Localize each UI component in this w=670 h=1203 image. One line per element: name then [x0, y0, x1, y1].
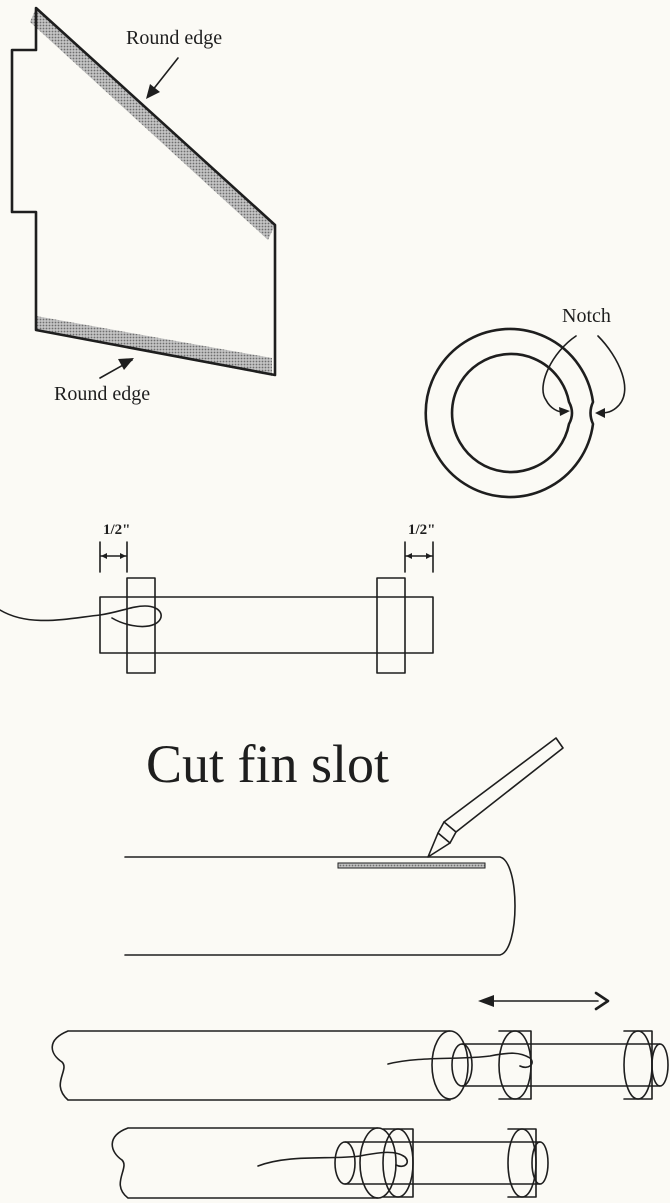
upper-rear-ring [623, 1030, 653, 1100]
motor-tube [99, 596, 434, 654]
upper-motor-tube-end [651, 1043, 669, 1087]
hobby-knife-blade [427, 832, 451, 858]
ring-inner-edge [450, 352, 574, 474]
lower-front-ring [382, 1128, 414, 1198]
lower-motor-tube [344, 1141, 541, 1185]
motor-mount-insertion-diagram [51, 991, 669, 1199]
fin-slot [337, 862, 486, 869]
left-dim-arrow-r [120, 553, 126, 559]
fin-bottom-arrow-head [118, 358, 134, 370]
upper-body-tube [51, 1030, 451, 1101]
right-dim-arrow-r [426, 553, 432, 559]
insertion-arrow-fletching [594, 991, 610, 1011]
lower-rear-ring-band [507, 1128, 537, 1198]
lower-body-tube-opening [359, 1127, 397, 1199]
tube-ring-diagram: 1/2" 1/2" [0, 522, 436, 674]
upper-front-ring [498, 1030, 532, 1100]
hobby-knife-handle [443, 737, 564, 833]
fin-bottom-round-edge-shading [36, 316, 272, 376]
fin-top-label: Round edge [126, 27, 222, 49]
right-dimension-label: 1/2" [408, 522, 436, 538]
left-centering-ring [126, 577, 156, 674]
left-dim-arrow-l [101, 553, 107, 559]
lower-motor-tube-front [334, 1141, 356, 1185]
fin-outline [10, 6, 277, 377]
lower-motor-tube-end [531, 1141, 549, 1185]
upper-motor-tube-front [451, 1043, 473, 1087]
body-tube [124, 856, 516, 956]
lower-body-tube [111, 1127, 379, 1199]
left-dimension-label: 1/2" [103, 522, 131, 538]
notch-pointer-outer-head [595, 408, 605, 418]
notch-pointer-inner [542, 335, 577, 413]
lower-shock-cord [257, 1151, 409, 1168]
fin-diagram: Round edge Round edge [10, 6, 277, 405]
hobby-knife-collar [437, 821, 457, 844]
fin-top-arrow-head [146, 84, 160, 99]
cut-fin-slot-title: Cut fin slot [146, 734, 389, 794]
ring-notch-label: Notch [562, 305, 611, 327]
ring-outer-edge [424, 327, 595, 499]
upper-body-tube-opening [431, 1030, 469, 1100]
cut-fin-slot-diagram: Cut fin slot [124, 734, 564, 956]
right-dim-arrow-l [406, 553, 412, 559]
notch-pointer-outer [597, 335, 626, 414]
lower-front-ring-band [382, 1128, 414, 1198]
shock-cord [0, 605, 162, 628]
right-centering-ring [376, 577, 406, 674]
insertion-arrow-head [478, 995, 494, 1007]
centering-ring-diagram: Notch [424, 305, 626, 499]
notch-pointer-inner-head [559, 407, 570, 416]
upper-shock-cord [387, 1052, 533, 1069]
fin-bottom-label: Round edge [54, 383, 150, 405]
upper-motor-tube [461, 1043, 661, 1087]
fin-top-round-edge-shading [30, 8, 275, 240]
